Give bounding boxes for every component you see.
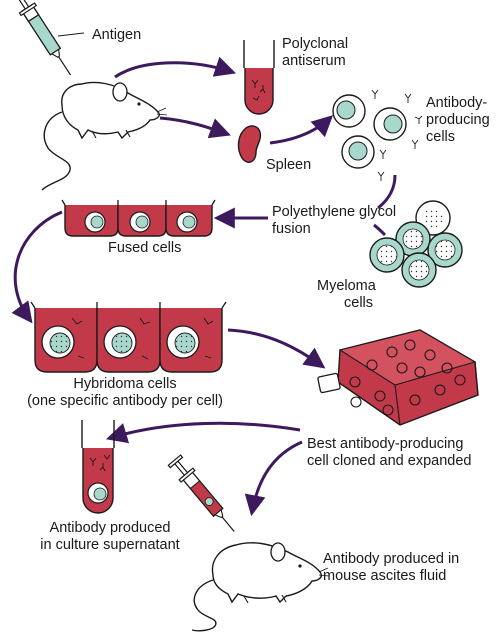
label-antibody-producing-line3: cells: [426, 129, 456, 145]
label-best-line2: cell cloned and expanded: [307, 453, 472, 469]
myeloma-cell-icon: [369, 200, 463, 288]
mouse-icon: [41, 81, 168, 191]
antibody-cell-icon: [332, 89, 423, 181]
syringe-icon: [14, 0, 72, 76]
arrow-to-spleen: [159, 116, 231, 139]
label-myeloma-line2: cells: [344, 295, 374, 311]
tube-icon: [243, 40, 275, 115]
label-hybridoma-line1: Hybridoma cells: [73, 376, 177, 392]
culture-flask-icon: [317, 329, 479, 426]
label-best-line1: Best antibody-producing: [307, 436, 464, 452]
label-antibody-producing-line2: producing: [426, 112, 490, 128]
arrow-to-supernatant: [105, 421, 301, 444]
tube-icon: [81, 420, 115, 514]
mouse-icon: [191, 542, 330, 632]
label-spleen: Spleen: [266, 157, 312, 173]
fusion-line-bottom: [373, 223, 387, 237]
antigen-leader-line: [57, 32, 85, 37]
arrow-to-ascites: [244, 440, 303, 517]
label-hybridoma-line2: (one specific antibody per cell): [27, 393, 223, 409]
label-peg-line1: Polyethylene glycol: [272, 204, 397, 220]
label-supernatant-line2: in culture supernatant: [40, 537, 180, 553]
arrow-to-antiserum: [114, 56, 236, 79]
label-antigen: Antigen: [92, 27, 142, 43]
label-fused-cells: Fused cells: [108, 240, 182, 256]
label-supernatant-line1: Antibody produced: [49, 520, 171, 536]
label-ascites-line1: Antibody produced in: [323, 551, 460, 567]
arrow-to-hybridoma: [11, 210, 63, 324]
label-antibody-producing-line1: Antibody-: [426, 95, 488, 111]
culture-well-icon: [61, 199, 216, 237]
label-polyclonal-line2: antiserum: [282, 53, 346, 69]
fusion-line-top: [377, 174, 397, 210]
culture-well-icon: [30, 301, 227, 373]
label-peg-line2: fusion: [272, 221, 311, 237]
arrow-spleen-to-cells: [269, 115, 334, 145]
spleen-icon: [237, 125, 262, 163]
label-ascites-line2: mouse ascites fluid: [323, 568, 447, 584]
label-polyclonal-line1: Polyclonal: [282, 36, 349, 52]
syringe-icon: [167, 454, 235, 532]
label-myeloma-line1: Myeloma: [317, 278, 376, 294]
arrow-to-flask: [227, 328, 326, 369]
